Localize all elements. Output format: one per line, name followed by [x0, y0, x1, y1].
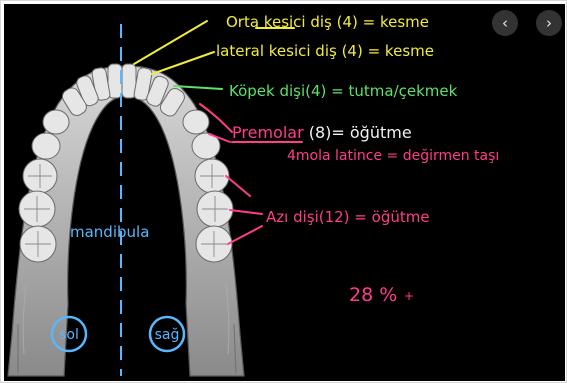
pointer-azi-2 — [230, 210, 262, 214]
next-button[interactable]: › — [536, 10, 562, 36]
label-lateral-kesici: lateral kesici diş (4) = kesme — [216, 42, 434, 60]
chevron-right-icon: › — [546, 16, 552, 31]
chevron-left-icon: ‹ — [502, 16, 508, 31]
label-mandibula: mandibula — [70, 223, 149, 241]
label-azi-disi: Azı dişi(12) = öğütme — [266, 208, 430, 226]
premolar-word: Premolar — [232, 123, 304, 142]
label-orta-kesici: Orta kesici diş (4) = kesme — [226, 13, 429, 31]
whiteboard: Orta kesici diş (4) = kesme lateral kesi… — [4, 4, 565, 381]
pointer-azi-1 — [226, 176, 250, 196]
pointer-lateral — [152, 52, 214, 74]
label-sol: sol — [59, 327, 79, 343]
percent-cursor-mark: + — [404, 289, 414, 303]
label-premolar: Premolar (8)= öğütme — [232, 123, 412, 142]
label-mola-note: 4mola latince = değirmen taşı — [287, 148, 499, 164]
pointer-azi-3 — [228, 226, 262, 244]
drawing-canvas: Orta kesici diş (4) = kesme lateral kesi… — [4, 4, 565, 381]
previous-button[interactable]: ‹ — [492, 10, 518, 36]
label-kopek-disi: Köpek dişi(4) = tutma/çekmek — [229, 82, 458, 100]
premolar-rest: (8)= öğütme — [304, 123, 412, 142]
label-percent: 28 % — [349, 284, 397, 306]
label-sag: sağ — [155, 327, 180, 343]
